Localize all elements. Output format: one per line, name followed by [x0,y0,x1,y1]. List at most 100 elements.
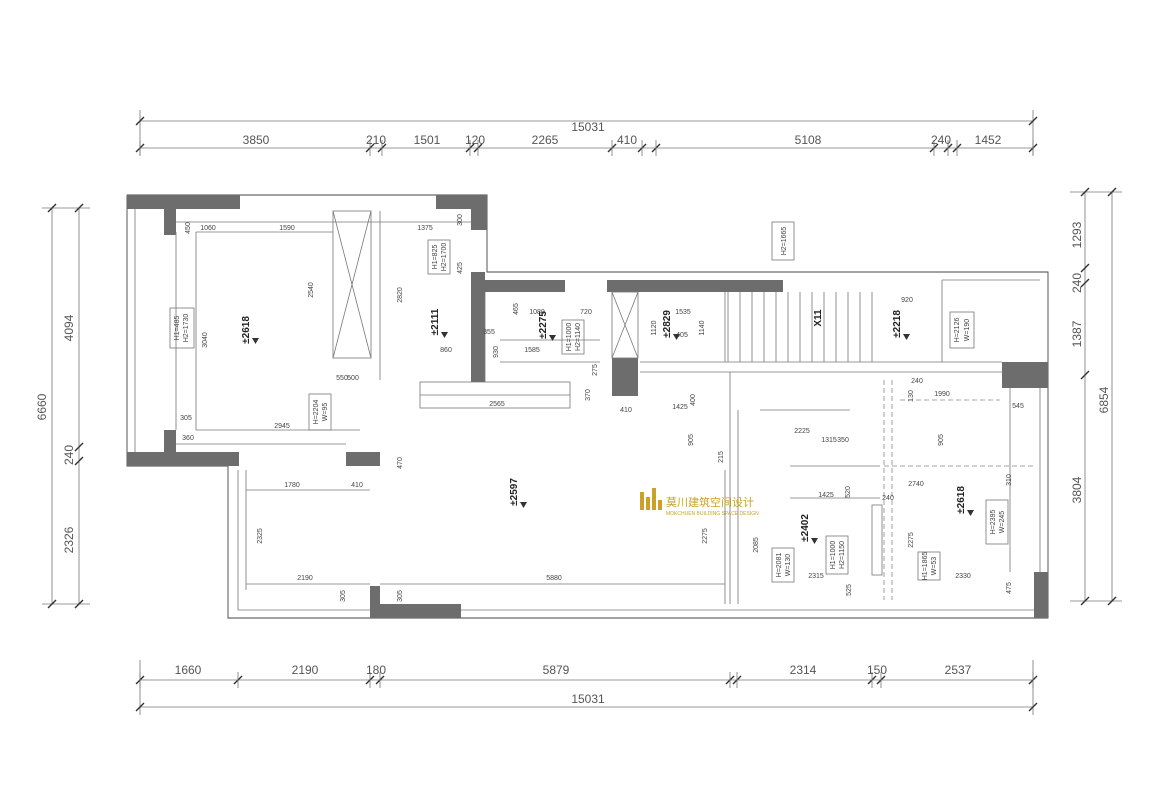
dim-label: 410 [351,482,363,489]
wall-block [164,209,176,235]
level-marker: ±2111 [430,308,441,335]
staircase [727,292,873,362]
tag-text: H2=1150 [839,541,846,569]
dim-label: 2330 [955,573,971,580]
bottom-dim-4: 5879 [543,663,570,677]
dim-label: 310 [1006,474,1013,486]
wall-block [127,195,240,209]
level-markers: ±2618 ±2111 ±2275 ±2829 X11 ±2218 ±2597 … [241,308,974,544]
wall-block [370,604,461,618]
bottom-dimension-chain: 1660 2190 180 5879 2314 150 2537 15031 [135,660,1038,715]
dim-label: 1590 [279,225,295,232]
top-dim-5: 2265 [532,133,559,147]
dim-label: 720 [580,309,592,316]
dim-label: 2540 [308,282,315,298]
wall-block [1034,572,1048,618]
dim-label: 920 [901,297,913,304]
dim-label: 305 [340,590,347,602]
logo-name-en: MOKCHUEN BUILDING SPACE DESIGN [666,511,759,517]
level-marker: ±2218 [892,310,903,338]
bottom-dim-3: 180 [366,663,386,677]
wall-block [471,209,487,230]
tag-text: 425 [457,262,464,274]
dim-label: 1060 [200,225,216,232]
top-dim-1: 3850 [243,133,270,147]
left-total-dimension: 6660 [35,393,49,420]
left-dim-1: 4094 [62,314,76,341]
left-dim-3: 2326 [62,526,76,553]
dim-label: 275 [592,364,599,376]
top-dim-3: 1501 [414,133,441,147]
top-dim-8: 240 [931,133,951,147]
top-dim-4: 120 [465,133,485,147]
dim-label: 1535 [675,309,691,316]
level-marker: ±2275 [538,311,549,339]
dim-label: 860 [440,347,452,354]
level-marker: X11 [813,309,824,327]
level-marker: ±2829 [662,310,673,338]
dim-label: 350 [837,437,849,444]
height-tags: H1=485 H2=1730 3040 H=2204 W=95 H1=825 H… [169,221,1009,583]
wall-block [612,358,638,396]
dim-label: 2820 [397,287,404,303]
dim-label: 400 [690,394,697,406]
dim-label: 305 [397,590,404,602]
dim-label: 2275 [702,528,709,544]
wall-block [471,272,485,382]
wall-block [127,452,239,466]
bottom-dim-1: 1660 [175,663,202,677]
tag-text: W=95 [322,403,329,422]
dim-label: 2945 [274,423,290,430]
dim-label: 1120 [651,320,658,335]
top-dimension-chain: 15031 3850 210 1501 120 2265 410 5108 24… [135,110,1038,156]
tag-text: W=130 [785,554,792,576]
dim-label: 5880 [546,575,562,582]
dim-label: 1425 [672,404,688,411]
dim-label: 520 [845,486,852,498]
dim-label: 405 [676,332,688,339]
dim-label: 475 [1006,582,1013,594]
dim-label: 525 [846,584,853,596]
dim-label: 240 [911,378,923,385]
wall-block [164,430,176,452]
dim-label: 215 [718,451,725,463]
dim-label: 2275 [908,532,915,548]
tag-text: W=53 [931,557,938,576]
dim-label: 2740 [908,481,924,488]
level-marker: ±2618 [956,486,967,514]
dim-label: 500 [347,375,359,382]
dim-label: 370 [585,389,592,401]
dim-label: 1080 [529,309,545,316]
dim-label: 2325 [257,528,264,544]
right-total-dimension: 6854 [1097,386,1111,413]
right-dim-2: 240 [1070,273,1084,293]
dim-label: 1780 [284,482,300,489]
wall-block [1002,362,1048,388]
wall-block [607,280,783,292]
dim-label: 240 [882,495,894,502]
tag-text: H1=1865 [922,552,929,581]
dim-label: 355 [483,329,495,336]
left-dimension-chain: 6660 4094 240 2326 [35,203,90,609]
logo-name-cn: 莫川建筑空间设计 [666,495,754,509]
tag-text: W=190 [964,319,971,341]
dim-label: 550 [336,375,348,382]
level-marker: ±2618 [241,316,252,344]
tag-text: H=2126 [954,318,961,343]
dim-label: 1990 [934,391,950,398]
dim-label: 1140 [699,320,706,335]
tag-text: H2=1700 [441,243,448,272]
right-dim-1: 1293 [1070,221,1084,248]
dim-label: 2315 [808,573,824,580]
dim-label: 1315 [821,437,837,444]
dim-label: 2565 [489,401,505,408]
wall-block [485,280,565,292]
dim-label: 905 [688,434,695,446]
tag-text: H2=1730 [183,314,190,343]
dim-label: 930 [493,346,500,358]
dim-label: 465 [513,303,520,315]
left-dim-2: 240 [62,445,76,465]
dim-label: 130 [908,390,915,402]
top-dim-7: 5108 [795,133,822,147]
